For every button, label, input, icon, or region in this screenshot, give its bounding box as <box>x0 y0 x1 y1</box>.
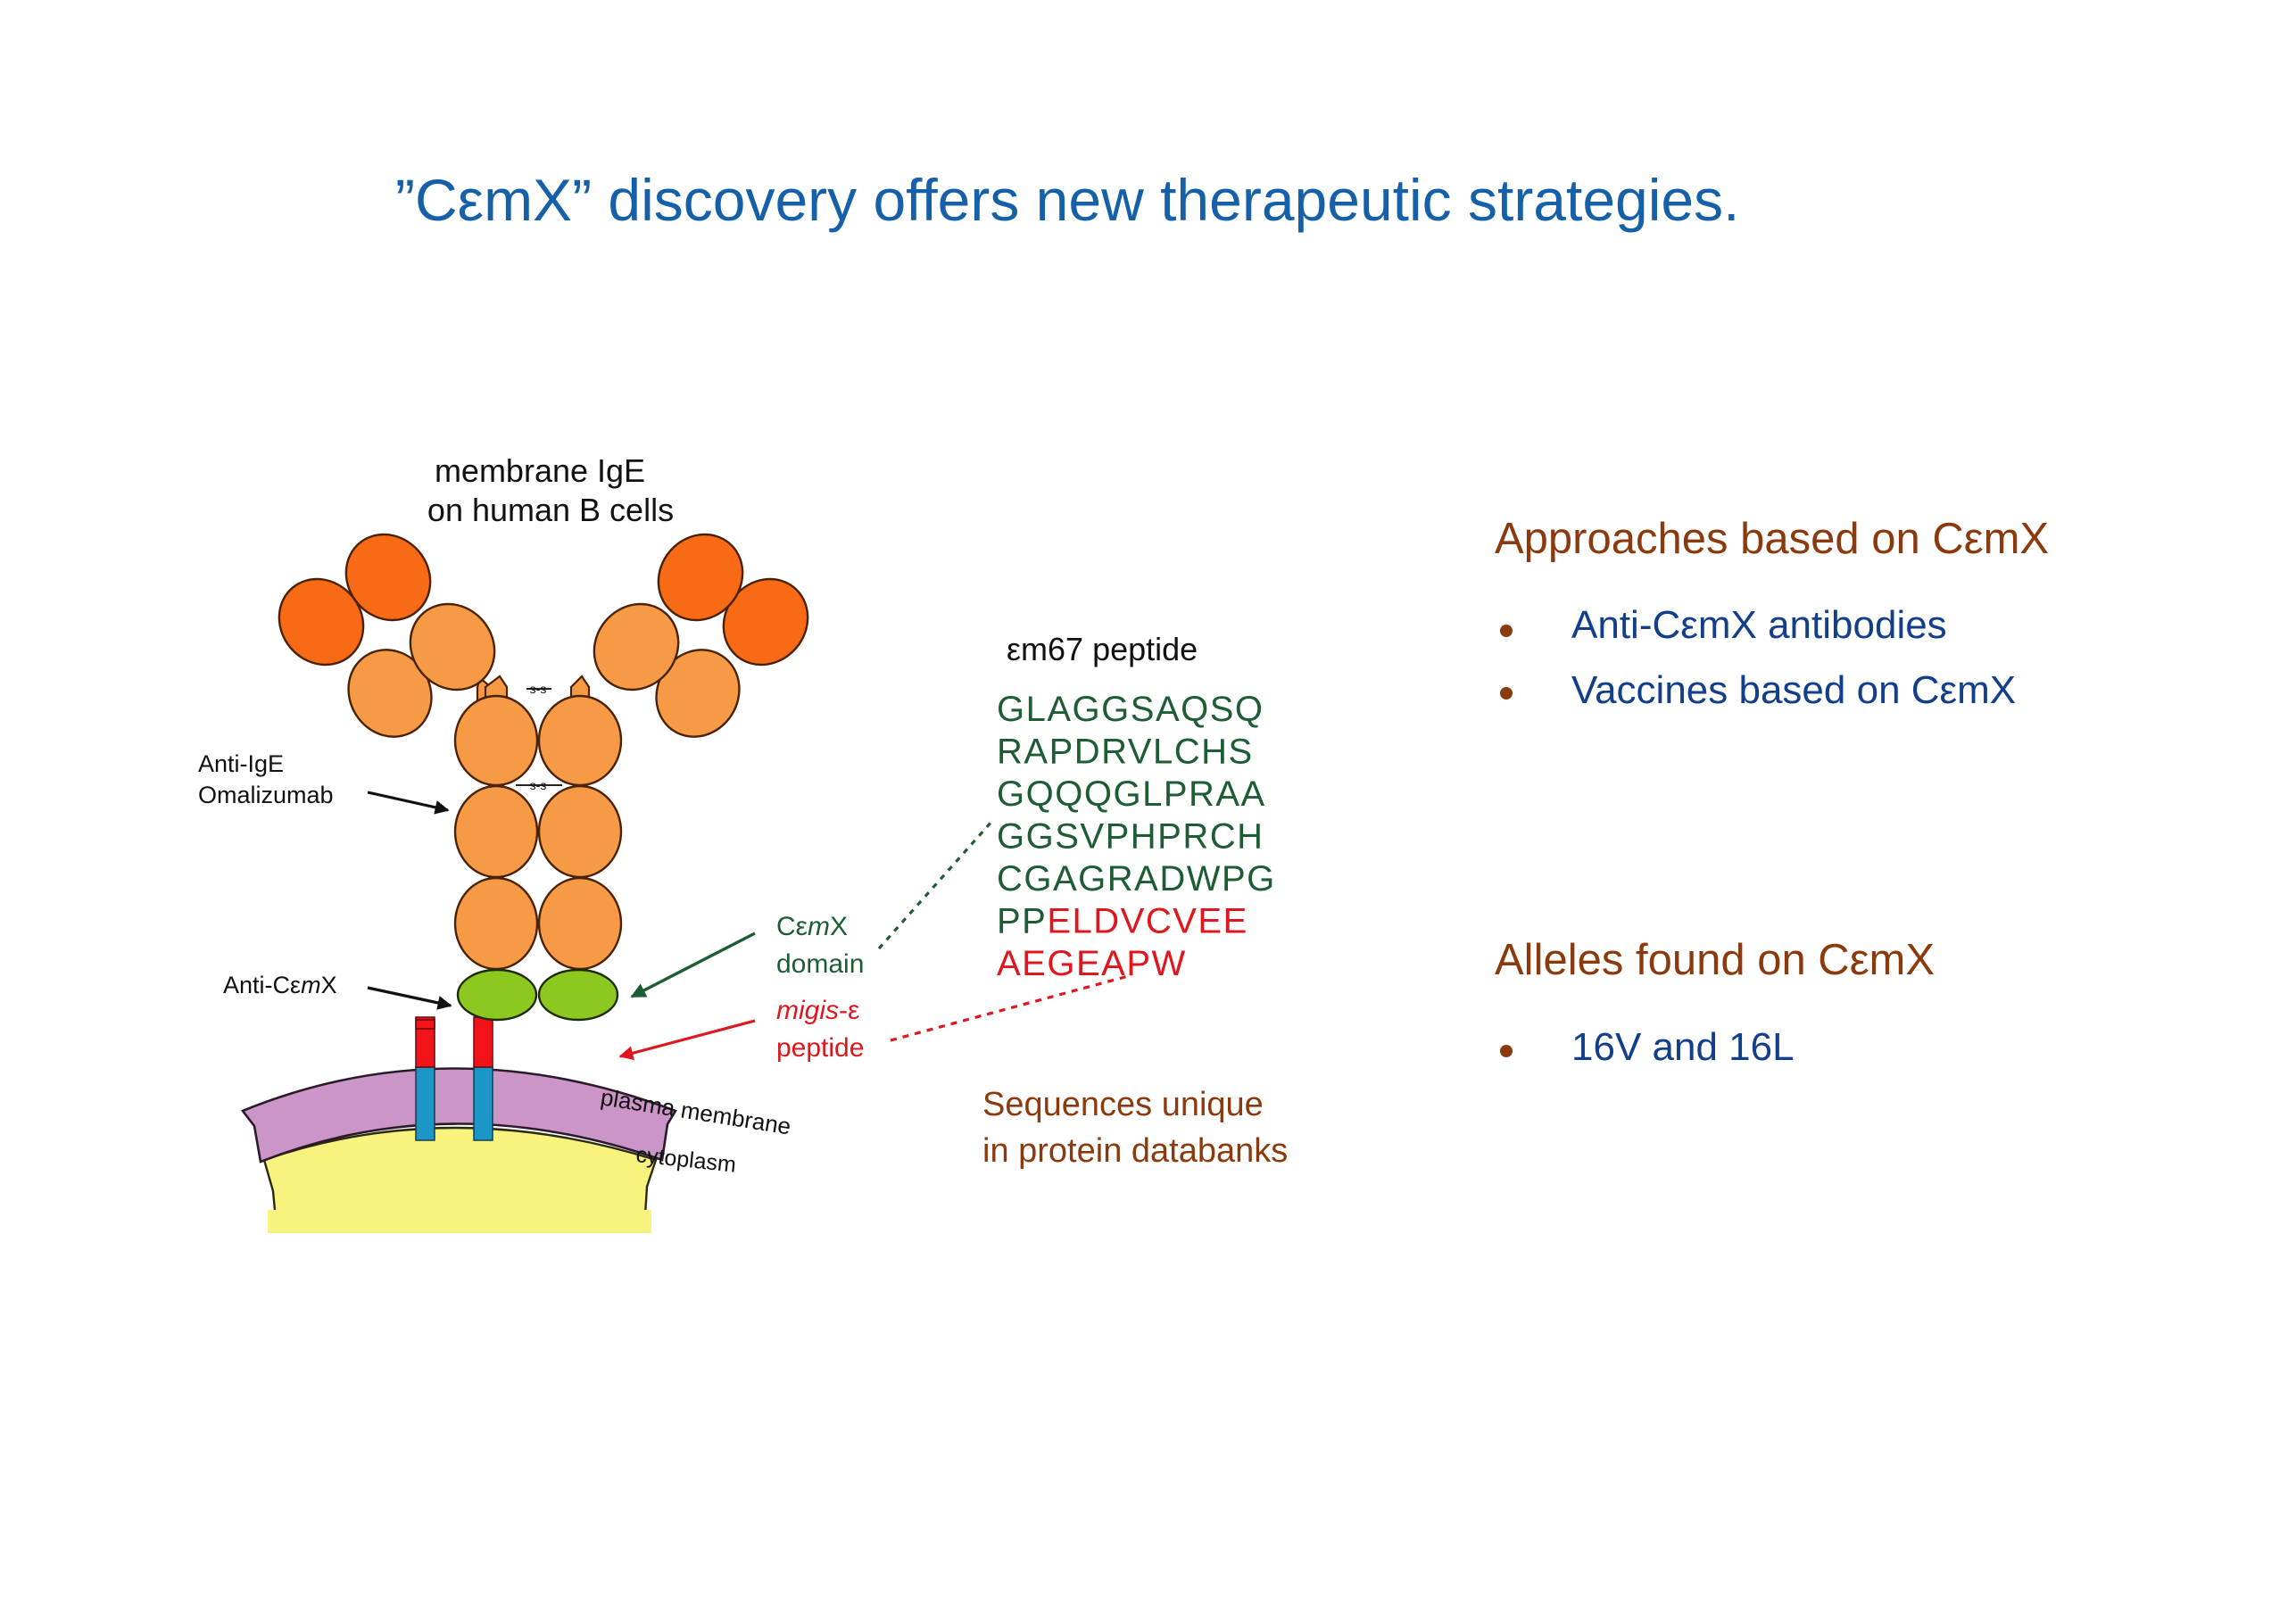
alleles-item-1: 16V and 16L <box>1571 1025 1795 1069</box>
migis-label-line2: peptide <box>776 1033 864 1063</box>
ce4-domain-right <box>537 876 623 971</box>
slide-title: ”CεmX” discovery offers new therapeutic … <box>395 167 1739 233</box>
transmembrane-segment-left <box>415 1066 435 1141</box>
cemx-domain-label-line2: domain <box>776 949 864 979</box>
peptide-line: CGAGRADWPG <box>997 859 1276 898</box>
migis-dashed-link <box>890 973 1132 1042</box>
anti-cemx-label: Anti-CεmX <box>223 972 337 998</box>
alleles-heading: Alleles found on CεmX <box>1495 936 1935 984</box>
anti-cemx-label-prefix: Anti-Cε <box>223 972 301 998</box>
alleles-section: Alleles found on CεmX 16V and 16L <box>1495 936 1935 1069</box>
peptide-note-line2: in protein databanks <box>982 1132 1288 1170</box>
approaches-section: Approaches based on CεmX Anti-CεmX antib… <box>1495 515 2049 712</box>
alleles-bullet-1 <box>1500 1045 1513 1057</box>
peptide-segment-cemx: RAPDRVLCHS <box>997 733 1254 772</box>
peptide-segment-cemx: GGSVPHPRCH <box>997 817 1264 857</box>
variable-domain-left-inner <box>344 533 432 622</box>
migis-peptide-left-top <box>415 1019 435 1030</box>
peptide-note-line1: Sequences unique <box>982 1086 1264 1123</box>
anti-ige-label-line1: Anti-IgE <box>198 750 284 777</box>
peptide-sequence-panel: εm67 peptide GLAGGSAQSQ RAPDRVLCHSGQQQGLP… <box>982 631 1288 1170</box>
peptide-line: RAPDRVLCHS <box>997 733 1254 772</box>
peptide-segment-migis: ELDVCVEE <box>1047 902 1247 941</box>
transmembrane-segment-right <box>473 1066 493 1141</box>
approaches-item-2: Vaccines based on CεmX <box>1571 668 2016 712</box>
peptide-segment-cemx: GLAGGSAQSQ <box>997 690 1264 729</box>
diagram-heading-line2: on human B cells <box>427 492 674 528</box>
disulfide-bond-upper: s-s <box>530 682 547 696</box>
migis-label-italic: migis <box>776 996 839 1025</box>
cemx-domain-label-italic: m <box>808 912 830 941</box>
migis-arrow <box>618 1019 756 1061</box>
peptide-title: εm67 peptide <box>1007 631 1198 667</box>
peptide-segment-migis: AEGEAPW <box>997 944 1187 983</box>
cemx-domain-right <box>537 968 619 1022</box>
cemx-domain-dotted-link <box>877 819 994 950</box>
constant-domain-right-inner <box>593 602 680 691</box>
anti-cemx-arrow <box>367 986 452 1010</box>
ce2-domain-right <box>537 694 623 787</box>
migis-label-suffix: -ε <box>839 996 859 1025</box>
peptide-line: GGSVPHPRCH <box>997 817 1264 857</box>
peptide-line: GLAGGSAQSQ <box>997 690 1264 729</box>
diagram-heading-line1: membrane IgE <box>435 452 645 489</box>
ce3-domain-right <box>537 784 623 879</box>
anti-cemx-label-italic: m <box>301 972 321 998</box>
cemx-domain-arrow <box>630 932 756 998</box>
variable-domain-right-inner <box>657 533 744 622</box>
cemx-domain-label-line1: CεmX <box>776 912 848 941</box>
peptide-line: GQQQGLPRAA <box>997 774 1266 814</box>
disulfide-bond-lower: s-s <box>530 778 547 792</box>
ce2-domain-left <box>453 694 539 787</box>
cytoplasm-fill <box>268 1210 651 1233</box>
ce3-domain-left <box>453 784 539 879</box>
cemx-domain-label-prefix: Cε <box>776 912 808 941</box>
peptide-segment-cemx: GQQQGLPRAA <box>997 774 1266 814</box>
anti-ige-label-line2: Omalizumab <box>198 782 334 808</box>
peptide-segment-cemx: CGAGRADWPG <box>997 859 1276 898</box>
peptide-segment-cemx: PP <box>997 902 1047 941</box>
anti-ige-arrow <box>367 791 450 815</box>
migis-peptide-right <box>473 1016 493 1068</box>
approaches-bullet-1 <box>1500 625 1513 637</box>
approaches-heading: Approaches based on CεmX <box>1495 515 2049 563</box>
peptide-lines: GLAGGSAQSQ RAPDRVLCHSGQQQGLPRAAGGSVPHPRCH… <box>997 690 1276 983</box>
peptide-line: PPELDVCVEE <box>997 902 1248 941</box>
migis-peptide-left <box>415 1016 435 1068</box>
cytoplasm-region <box>262 1126 658 1231</box>
approaches-bullet-2 <box>1500 687 1513 700</box>
anti-cemx-label-suffix: X <box>321 972 337 998</box>
plasma-membrane <box>240 1067 677 1163</box>
migis-label-line1: migis-ε <box>776 996 859 1025</box>
cemx-domain-left <box>456 968 538 1022</box>
approaches-item-1: Anti-CεmX antibodies <box>1571 603 1947 647</box>
ce4-domain-left <box>453 876 539 971</box>
ige-diagram: membrane IgE on human B cells s-s s-s <box>198 452 1132 1233</box>
cemx-domain-label-suffix: X <box>830 912 848 941</box>
peptide-line: AEGEAPW <box>997 944 1187 983</box>
constant-domain-left-inner <box>409 602 496 691</box>
